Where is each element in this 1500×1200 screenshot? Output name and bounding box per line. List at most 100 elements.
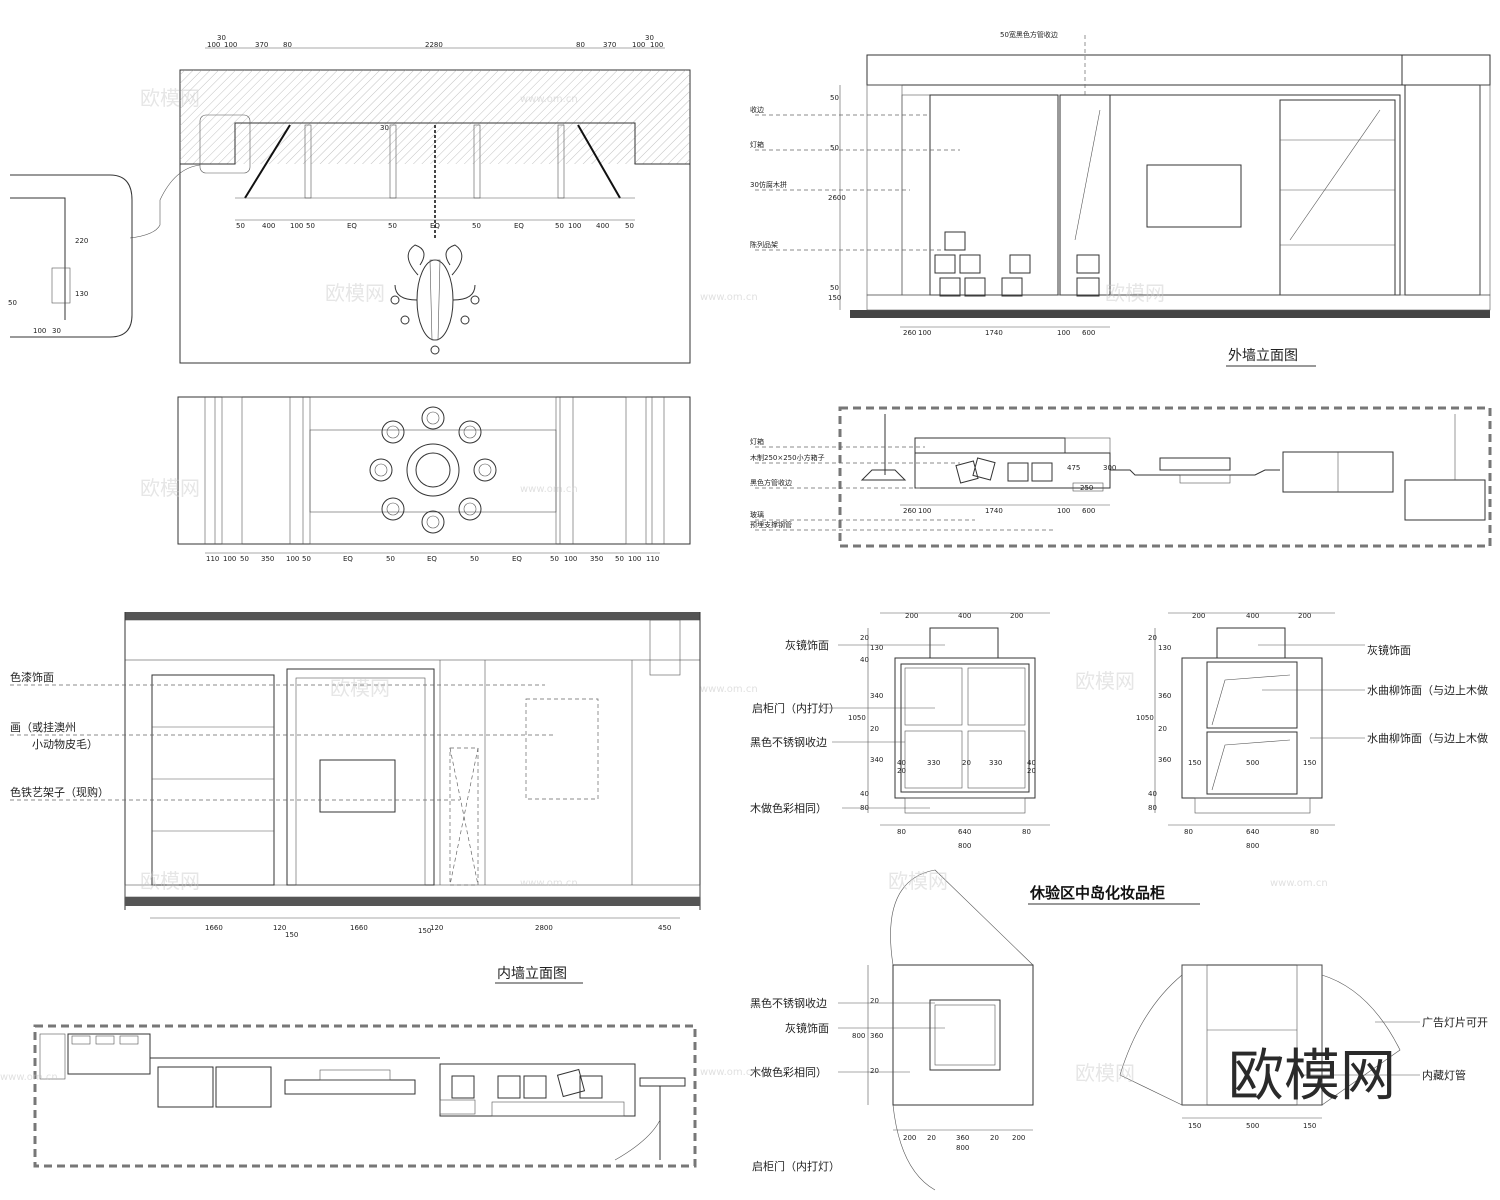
dim-text: EQ — [512, 555, 522, 563]
dim-text: 100 — [290, 222, 303, 230]
dim-text: 600 — [1082, 507, 1095, 515]
cab-label: 黑色不锈钢收边 — [750, 996, 827, 1010]
dim-text: 120 — [273, 924, 286, 932]
dim-text: 40 — [860, 656, 869, 664]
dim-text: 450 — [658, 924, 671, 932]
outer-note: 50宽黑色方管收边 — [1000, 30, 1058, 39]
cabinet-plan-side: 广告灯片可开 内藏灯管 150 500 150 — [1119, 964, 1488, 1130]
dim-text: 200 — [905, 612, 918, 620]
dim-text: 475 — [1067, 464, 1080, 472]
watermark-url: www.om.cn — [520, 878, 578, 889]
watermark-url: www.om.cn — [520, 94, 578, 105]
cab-label: 广告灯片可开 — [1422, 1016, 1488, 1029]
dim-text: 340 — [870, 692, 883, 700]
cabinet-side-elevation: 200 400 200 20 130 360 20 360 40 80 1050… — [1136, 612, 1488, 850]
dim-text: 360 — [956, 1134, 969, 1142]
cab-label: 木做色彩相同） — [750, 1065, 827, 1079]
watermark-url: www.om.cn — [700, 1067, 758, 1078]
dim-text: 400 — [262, 222, 275, 230]
dim-text: 50 — [615, 555, 624, 563]
dim-text: 50 — [388, 222, 397, 230]
dim-text: 30 — [380, 124, 389, 132]
dim-text: 100 — [207, 41, 220, 49]
dim-text: 100 — [1057, 507, 1070, 515]
dim-text: 100 — [223, 555, 236, 563]
cabinet-front-elevation: 200 400 200 20 130 40 340 20 340 40 80 1… — [750, 612, 1050, 850]
outer-label: 30仿腐木拼 — [750, 180, 787, 189]
cab-label: 启柜门（内打灯） — [752, 701, 840, 715]
watermark-url: www.om.cn — [700, 292, 758, 303]
dim-text: 80 — [283, 41, 292, 49]
dim-text: 100 — [632, 41, 645, 49]
dim-text: 50 — [386, 555, 395, 563]
watermark-text: 欧模网 — [1105, 281, 1165, 305]
dim-text: 50 — [8, 299, 17, 307]
dim-text: 2800 — [535, 924, 553, 932]
plan-label: 木制250×250小方箱子 — [750, 453, 825, 462]
dim-text: 370 — [255, 41, 268, 49]
dim-text: 50 — [830, 284, 839, 292]
outer-label: 收边 — [750, 105, 764, 114]
dim-text: 1050 — [848, 714, 866, 722]
watermark-url: www.om.cn — [700, 684, 758, 695]
dim-text: 200 — [1192, 612, 1205, 620]
dim-text: 100 — [1057, 329, 1070, 337]
dim-text: 400 — [958, 612, 971, 620]
dim-text: 50 — [555, 222, 564, 230]
dim-text: 150 — [1303, 1122, 1316, 1130]
watermark-url: www.om.cn — [1270, 878, 1328, 889]
dim-text: 50 — [236, 222, 245, 230]
plan-label: 预埋支撑钢管 — [750, 520, 792, 529]
dim-text: 20 — [962, 759, 971, 767]
watermark-text: 欧模网 — [330, 676, 390, 700]
dim-text: 100 — [33, 327, 46, 335]
dim-text: EQ — [347, 222, 357, 230]
dim-text: 40 — [897, 759, 906, 767]
dim-text: 370 — [603, 41, 616, 49]
dim-text: 400 — [596, 222, 609, 230]
dim-text: 800 — [956, 1144, 969, 1152]
dim-text: 50 — [472, 222, 481, 230]
dim-text: 360 — [1158, 692, 1171, 700]
dim-text: 350 — [261, 555, 274, 563]
dim-text: 50 — [470, 555, 479, 563]
watermark-text: 欧模网 — [888, 869, 948, 893]
cabinet-plan: 20 360 20 800 200 20 360 20 200 800 黑色不锈… — [750, 869, 1034, 1191]
dim-text: 50 — [830, 94, 839, 102]
site-logo: 欧模网 — [1228, 1044, 1396, 1109]
cab-label: 水曲柳饰面（与边上木做 — [1367, 683, 1488, 697]
dim-text: 130 — [1158, 644, 1171, 652]
dim-text: 360 — [870, 1032, 883, 1040]
dim-text: 20 — [870, 725, 879, 733]
dim-text: 500 — [1246, 1122, 1259, 1130]
dim-text: EQ — [343, 555, 353, 563]
cab-label: 黑色不锈钢收边 — [750, 735, 827, 749]
watermark-text: 欧模网 — [140, 869, 200, 893]
dim-text: 100 — [918, 329, 931, 337]
dim-text: 20 — [990, 1134, 999, 1142]
dim-text: 1050 — [1136, 714, 1154, 722]
dim-text: 130 — [870, 644, 883, 652]
dim-text: 800 — [852, 1032, 865, 1040]
dim-text: 80 — [1148, 804, 1157, 812]
dim-text: 50 — [306, 222, 315, 230]
inner-wall-elevation: 色漆饰面 画（或挂澳州 小动物皮毛） 色铁艺架子（现购） 1660 120 15… — [10, 612, 701, 984]
ceiling-plan: 110 100 50 350 100 50 EQ 50 EQ 50 EQ 50 … — [177, 396, 691, 563]
dim-text: 100 — [650, 41, 663, 49]
dim-text: 50 — [240, 555, 249, 563]
dim-text: 20 — [897, 767, 906, 775]
dim-text: 20 — [927, 1134, 936, 1142]
inner-label: 色漆饰面 — [10, 670, 54, 684]
dim-text: EQ — [430, 222, 440, 230]
dim-text: 20 — [1148, 634, 1157, 642]
dim-text: 150 — [1188, 759, 1201, 767]
ceiling-section-elevation: 100 100 370 80 2280 80 370 100 100 30 30… — [8, 34, 691, 364]
dim-text: 30 — [52, 327, 61, 335]
dim-text: 100 — [564, 555, 577, 563]
dim-text: 260 — [903, 507, 916, 515]
cab-label: 内藏灯管 — [1422, 1068, 1466, 1082]
dim-text: 1740 — [985, 507, 1003, 515]
dim-text: 80 — [1022, 828, 1031, 836]
dim-text: 50 — [550, 555, 559, 563]
